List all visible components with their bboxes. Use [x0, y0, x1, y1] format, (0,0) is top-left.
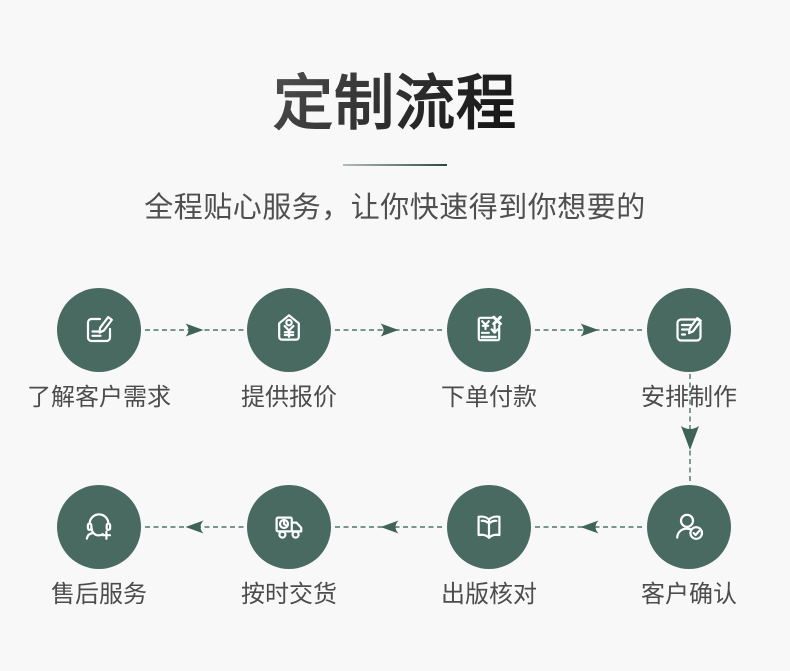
- flow-arrow-left-icon: [145, 520, 244, 534]
- step-label-after-sales: 售后服务: [51, 581, 147, 608]
- flow-arrow-right-icon: [335, 323, 444, 337]
- step-quotation-circle: [247, 288, 331, 372]
- step-proof-check-circle: [447, 485, 531, 569]
- page-subtitle: 全程贴心服务，让你快速得到你想要的: [144, 192, 646, 224]
- open-book-icon: [477, 515, 501, 539]
- flow-arrow-down-icon: [681, 374, 699, 484]
- customer-service-icon: [85, 513, 112, 540]
- delivery-truck-icon: [275, 516, 303, 539]
- order-payment-icon: [477, 315, 502, 342]
- flow-arrow-left-icon: [535, 520, 644, 534]
- step-label-order-payment: 下单付款: [441, 384, 537, 411]
- flow-arrow-right-icon: [145, 323, 244, 337]
- step-understand-needs-circle: [57, 288, 141, 372]
- price-tag-icon: [278, 314, 300, 341]
- flow-arrow-right-icon: [535, 323, 644, 337]
- step-label-customer-confirm: 客户确认: [641, 581, 737, 608]
- step-delivery-circle: [247, 485, 331, 569]
- step-production-circle: [647, 288, 731, 372]
- title-underline: [343, 164, 447, 166]
- step-label-delivery: 按时交货: [241, 581, 337, 608]
- step-label-proof-check: 出版核对: [441, 581, 537, 608]
- step-label-quotation: 提供报价: [241, 384, 337, 411]
- flow-arrow-left-icon: [335, 520, 444, 534]
- edit-note-icon: [86, 316, 113, 343]
- step-order-payment-circle: [447, 288, 531, 372]
- step-customer-confirm-circle: [647, 485, 731, 569]
- page-title: 定制流程: [0, 72, 790, 136]
- step-label-production: 安排制作: [641, 384, 737, 411]
- step-after-sales-circle: [57, 485, 141, 569]
- user-check-icon: [676, 513, 704, 540]
- step-label-understand-needs: 了解客户需求: [27, 384, 171, 411]
- production-edit-icon: [676, 317, 702, 342]
